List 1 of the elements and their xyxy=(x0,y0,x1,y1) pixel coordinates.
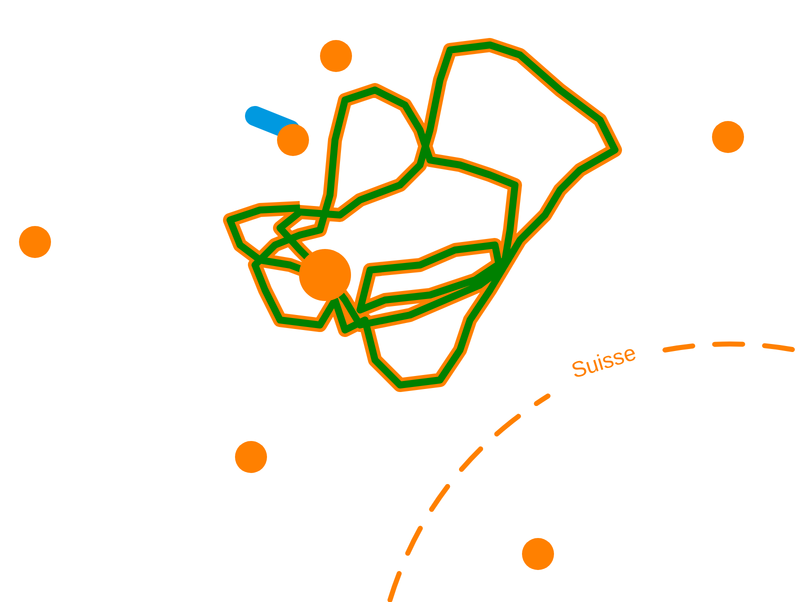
country-label: Suisse xyxy=(568,340,640,384)
